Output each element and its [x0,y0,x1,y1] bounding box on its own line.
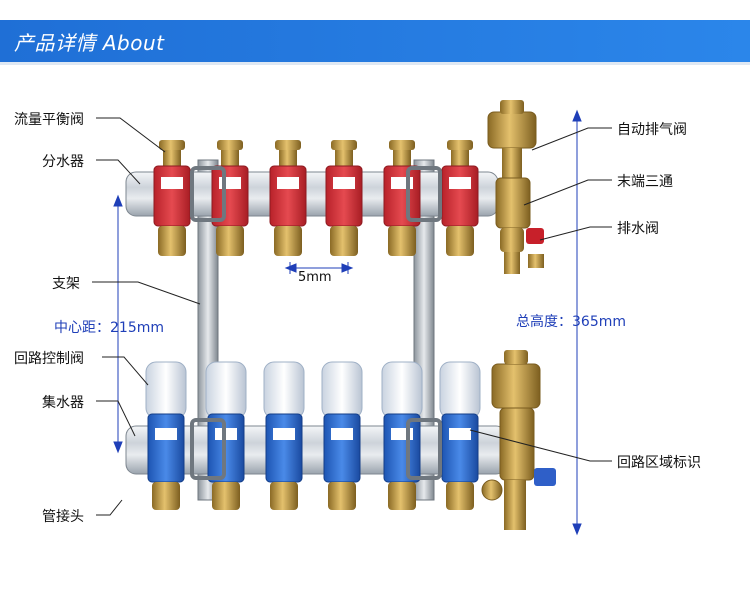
label-end-tee: 末端三通 [617,174,673,190]
label-total-height: 总高度：365mm [516,314,626,330]
header-divider [0,62,750,65]
bracket-clamp [406,166,442,222]
label-pipe-fitting: 管接头 [42,509,84,525]
end-tee [495,177,531,229]
leader-lines [92,117,612,516]
drain-valve [500,228,544,274]
header-bar: 产品详情 About [0,20,750,62]
label-return-manifold: 集水器 [42,395,84,411]
label-supply-manifold: 分水器 [42,154,84,170]
label-auto-air-vent: 自动排气阀 [617,122,687,138]
page-title: 产品详情 About [14,31,165,55]
spacing-dimension [284,262,354,274]
label-drain-valve: 排水阀 [617,221,659,237]
label-loop-zone-marker: 回路区域标识 [617,455,701,471]
label-loop-control-valve: 回路控制阀 [14,351,84,367]
label-center-distance: 中心距：215mm [54,320,164,336]
auto-air-vent [487,100,537,178]
center-distance-dimension [113,194,123,454]
bracket-clamp [406,418,442,480]
supply-valves [153,140,479,256]
bracket-clamp [190,166,226,222]
bracket-clamp [190,418,226,480]
label-bracket: 支架 [52,276,80,292]
label-flow-balance-valve: 流量平衡阀 [14,112,84,128]
label-spacing: 5mm [298,270,332,285]
bottom-air-vent [481,350,556,530]
